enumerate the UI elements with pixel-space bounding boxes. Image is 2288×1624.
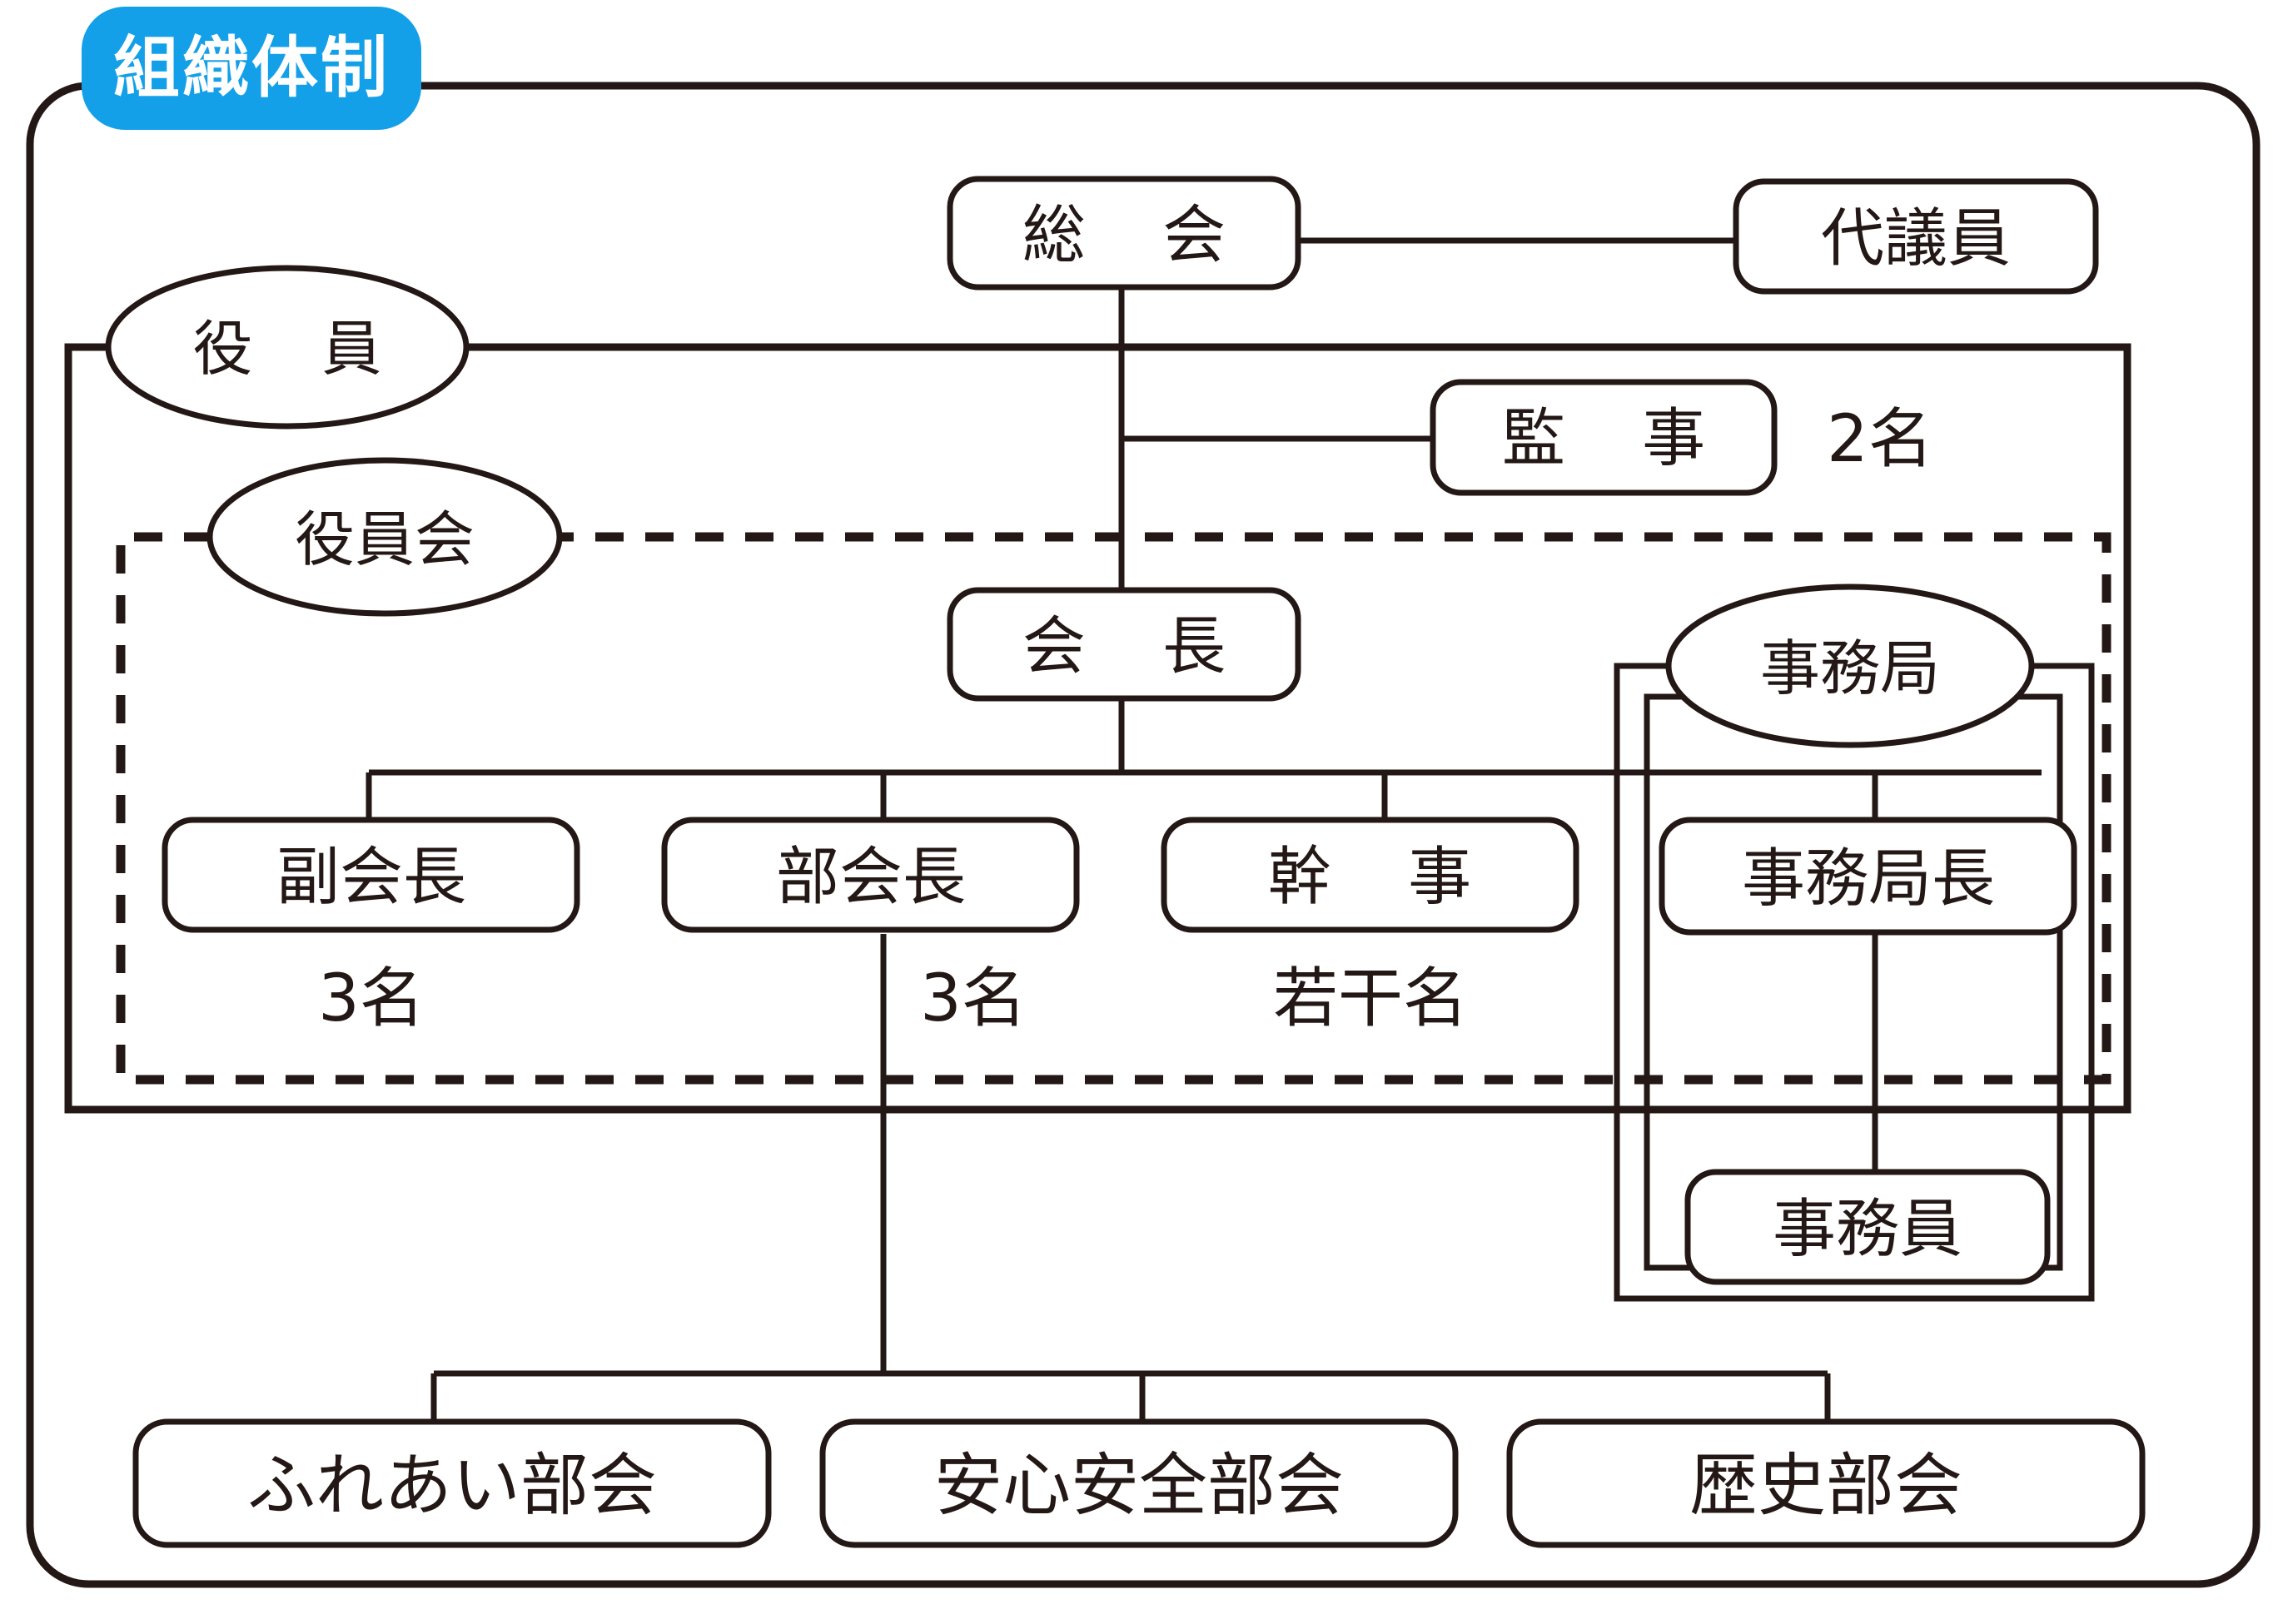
node-vice-chairman-count: 3名 xyxy=(318,961,425,1036)
node-division-safety[interactable] xyxy=(819,1418,1459,1548)
node-delegates[interactable] xyxy=(1733,178,2099,295)
node-division-head-count: 3名 xyxy=(920,961,1027,1036)
node-division-history-label: 歴史部会 xyxy=(1689,1447,1962,1526)
node-vice-chairman[interactable] xyxy=(162,817,580,933)
node-vice-chairman-label: 副会長 xyxy=(276,840,466,914)
node-office-staff[interactable] xyxy=(1684,1169,2051,1285)
node-division-history[interactable] xyxy=(1506,1418,2146,1548)
node-secretariat-director[interactable] xyxy=(1659,817,2077,936)
node-general-assembly[interactable] xyxy=(947,176,1301,291)
group-label-officers-meeting-ellipse xyxy=(206,457,563,617)
node-general-assembly-label: 総 会 xyxy=(1022,198,1254,272)
group-label-officers-ellipse xyxy=(105,265,470,430)
node-secretary[interactable] xyxy=(1161,817,1579,933)
node-secretary-count: 若干名 xyxy=(1273,961,1468,1036)
group-label-secretariat-ellipse xyxy=(1665,584,2035,748)
secretariat-outer-box xyxy=(1614,663,2095,1302)
node-division-fureai[interactable] xyxy=(132,1418,772,1548)
node-chairman-label: 会 長 xyxy=(1022,609,1254,683)
title-badge-label: 組織体制 xyxy=(113,29,390,107)
group-label-officers-meeting: 役員会 xyxy=(295,504,475,574)
officers-meeting-group-box xyxy=(116,532,2111,1085)
officers-group-box xyxy=(64,343,2131,1114)
node-auditors-label: 監 事 xyxy=(1502,401,1733,475)
node-secretariat-director-label: 事務局長 xyxy=(1742,842,1995,916)
node-office-staff-label: 事務員 xyxy=(1773,1192,1962,1266)
node-chairman[interactable] xyxy=(947,587,1301,702)
node-division-head-label: 部会長 xyxy=(776,840,966,914)
node-auditors[interactable] xyxy=(1430,379,1778,496)
node-secretary-label: 幹 事 xyxy=(1268,840,1500,914)
node-division-fureai-label: ふれあい部会 xyxy=(247,1447,657,1526)
node-delegates-label: 代議員 xyxy=(1821,201,2011,276)
node-division-safety-label: 安心安全部会 xyxy=(934,1447,1344,1526)
node-division-head[interactable] xyxy=(661,817,1080,933)
title-badge: 組織体制 xyxy=(82,7,421,130)
node-auditors-count: 2名 xyxy=(1827,402,1933,477)
group-label-officers: 役 員 xyxy=(193,314,407,384)
group-label-secretariat: 事務局 xyxy=(1760,633,1940,703)
outer-frame xyxy=(26,82,2261,1588)
